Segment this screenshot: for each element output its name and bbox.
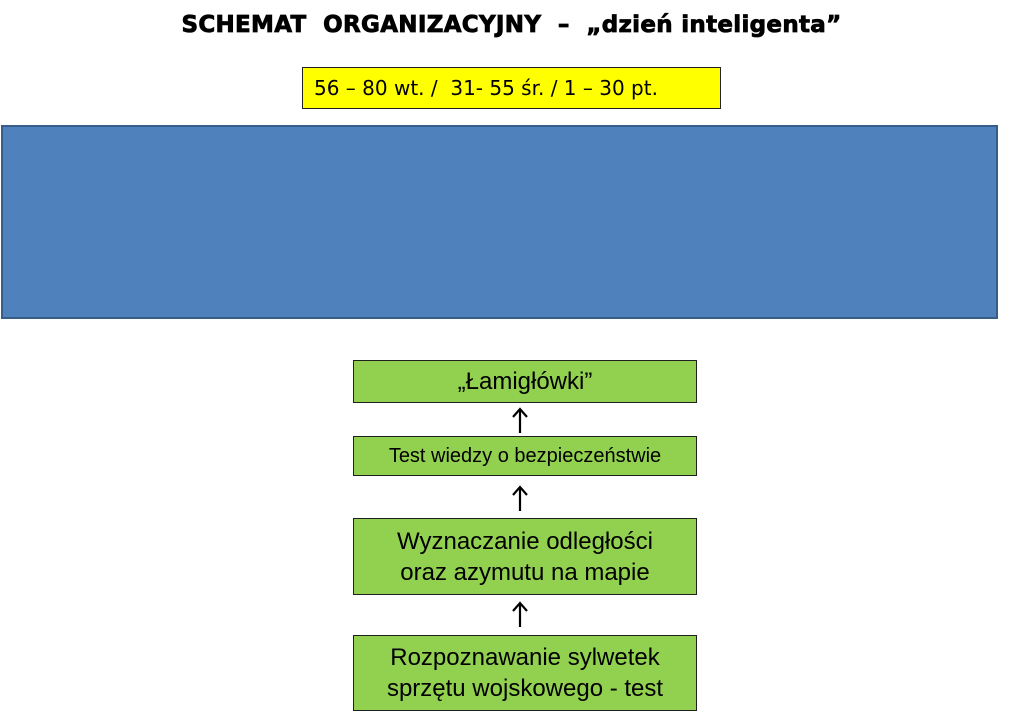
step-box-map-distance: Wyznaczanie odległości oraz azymutu na m… [353, 518, 697, 595]
step-label: Test wiedzy o bezpieczeństwie [388, 444, 662, 467]
arrow-up-icon [512, 601, 528, 627]
step-box-safety-test: Test wiedzy o bezpieczeństwie [353, 436, 697, 476]
arrow-up-icon [512, 485, 528, 511]
step-label-line: Wyznaczanie odległości [397, 527, 653, 555]
step-label: „Łamigłówki” [457, 367, 593, 395]
step-label-line: Rozpoznawanie sylwetek [390, 644, 660, 671]
blue-panel [1, 125, 998, 319]
step-label-line: sprzętu wojskowego - test [386, 675, 664, 702]
page-title: SCHEMAT ORGANIZACYJNY – „dzień inteligen… [181, 12, 842, 39]
step-box-equipment-recognition: Rozpoznawanie sylwetek sprzętu wojskoweg… [353, 635, 697, 711]
score-ranges-box: 56 – 80 wt. / 31- 55 śr. / 1 – 30 pt. [302, 67, 721, 109]
arrow-up-icon [512, 407, 528, 433]
step-label-line: oraz azymutu na mapie [400, 558, 650, 586]
step-box-puzzles: „Łamigłówki” [353, 360, 697, 403]
